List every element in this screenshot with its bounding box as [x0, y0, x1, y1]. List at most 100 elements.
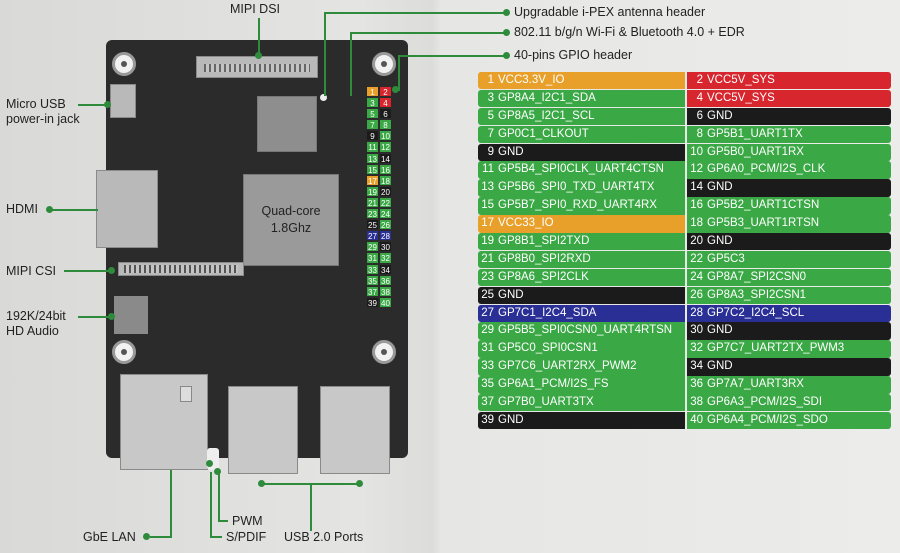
- pin-number: 10: [690, 145, 703, 158]
- pin-name: GP5B0_UART1RX: [707, 145, 804, 158]
- pin-name: GP5B2_UART1CTSN: [707, 199, 820, 212]
- callout-line: [218, 472, 220, 522]
- mounting-hole: [372, 340, 396, 364]
- pin-name: GP5B6_SPI0_TXD_UART4TX: [498, 181, 655, 194]
- callout-line: [78, 104, 108, 106]
- pin-name: GND: [707, 235, 733, 248]
- callout-line: [210, 536, 222, 538]
- pin-number: 21: [481, 252, 494, 265]
- pin-name: GP5B1_UART1TX: [707, 127, 803, 140]
- pin-name: GP7B0_UART3TX: [498, 396, 594, 409]
- label-mipi-csi: MIPI CSI: [6, 264, 57, 278]
- pin-name: GND: [498, 288, 524, 301]
- pin-number: 22: [690, 252, 703, 265]
- pin-name: GND: [498, 145, 524, 158]
- pin-number: 39: [481, 413, 494, 426]
- header-pin: 32: [379, 252, 392, 264]
- callout-line: [170, 470, 172, 538]
- mounting-hole: [372, 52, 396, 76]
- pin-name: GP7A7_UART3RX: [707, 378, 804, 391]
- header-pin: 10: [379, 130, 392, 142]
- pin-number: 32: [690, 342, 703, 355]
- header-pin: 20: [379, 185, 392, 197]
- pin-name: GP5B3_UART1RTSN: [707, 217, 820, 230]
- pin-number: 38: [690, 396, 703, 409]
- pin-number: 15: [481, 199, 494, 212]
- pin-name: GP5B5_SPI0CSN0_UART4RTSN: [498, 324, 673, 337]
- pin-number: 7: [487, 127, 494, 140]
- pin-number: 14: [690, 181, 703, 194]
- pin-number: 30: [690, 324, 703, 337]
- header-pin: 30: [379, 241, 392, 253]
- callout-dot: [214, 468, 221, 475]
- pin-number: 1: [487, 74, 494, 86]
- header-pin: 3: [366, 97, 379, 109]
- pin-number: 11: [482, 163, 494, 176]
- callout-dot: [503, 9, 510, 16]
- pin-cell: 10 GP5B0_UART1RX: [687, 143, 891, 161]
- label-audio: 192K/24bit: [6, 309, 66, 323]
- pin-name: GP6A3_PCM/I2S_SDI: [707, 396, 823, 409]
- header-pin: 31: [366, 252, 379, 264]
- hdmi-connector: [96, 170, 158, 248]
- header-pin: 6: [379, 108, 392, 120]
- pin-number: 27: [481, 306, 494, 319]
- label-hdmi: HDMI: [6, 202, 38, 216]
- antenna-connector: [320, 94, 327, 101]
- header-pin: 18: [379, 174, 392, 186]
- header-pin: 25: [366, 219, 379, 231]
- label-micro-usb: Micro USB: [6, 97, 66, 111]
- pin-number: 12: [690, 163, 703, 176]
- header-pin: 33: [366, 263, 379, 275]
- pin-number: 25: [481, 288, 494, 301]
- label-audio-2: HD Audio: [6, 324, 59, 338]
- callout-line: [218, 520, 228, 522]
- pin-number: 40: [690, 413, 703, 426]
- header-pin: 9: [366, 130, 379, 142]
- header-pin: 35: [366, 274, 379, 286]
- header-pin: 13: [366, 152, 379, 164]
- pin-name: GP8A6_SPI2CLK: [498, 270, 589, 283]
- header-pin: 5: [366, 108, 379, 120]
- mounting-hole: [112, 52, 136, 76]
- header-pin: 16: [379, 163, 392, 175]
- pin-name: GP8A4_I2C1_SDA: [498, 91, 596, 104]
- pin-name: GP7C2_I2C4_SCL: [707, 306, 805, 319]
